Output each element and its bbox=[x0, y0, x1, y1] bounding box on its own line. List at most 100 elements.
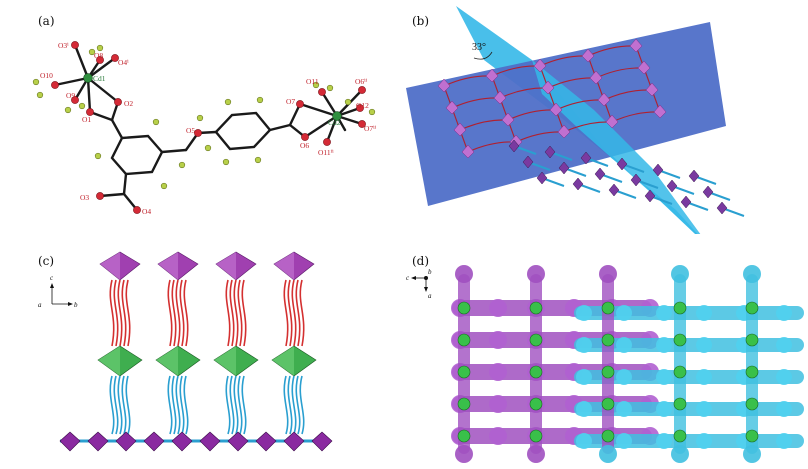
atom-label-o10: O10 bbox=[40, 71, 53, 80]
metal-node bbox=[673, 429, 687, 443]
red-linker bbox=[287, 279, 293, 347]
atom-label-o11: O11 bbox=[306, 77, 319, 86]
cap-node bbox=[455, 445, 473, 463]
cap-node bbox=[671, 445, 689, 463]
pillared-framework-diagram: c a b bbox=[38, 251, 333, 452]
layer-polyhedron bbox=[653, 104, 667, 119]
metal-node bbox=[529, 397, 543, 411]
atom-label-o4i: O4ⁱ bbox=[118, 58, 129, 67]
red-linker bbox=[237, 279, 243, 347]
bottom-polyhedron bbox=[199, 431, 221, 452]
vertical-connector bbox=[602, 274, 614, 454]
blue-linker bbox=[117, 375, 123, 435]
blue-linker bbox=[167, 375, 173, 435]
bonds bbox=[53, 43, 364, 212]
blue-linker bbox=[237, 375, 243, 435]
pillar-column bbox=[271, 251, 317, 435]
red-linker bbox=[183, 279, 189, 347]
red-linker bbox=[109, 279, 115, 347]
red-linker bbox=[121, 279, 127, 347]
metal-node bbox=[673, 333, 687, 347]
axis-label-a: a bbox=[428, 292, 432, 300]
metal-node bbox=[673, 301, 687, 315]
panel-d-label: (d) bbox=[412, 254, 430, 268]
bottom-chain bbox=[59, 431, 333, 452]
blue-linker bbox=[125, 375, 131, 435]
atom-label-o4: O4 bbox=[142, 207, 151, 216]
red-linker bbox=[295, 279, 301, 347]
metal-node bbox=[601, 397, 615, 411]
red-linker bbox=[225, 279, 231, 347]
chain-node bbox=[688, 169, 717, 185]
axis-indicator-d: c b a bbox=[406, 268, 432, 300]
chain-node bbox=[716, 201, 745, 217]
atom-label-o7ii: O7ⁱⁱ bbox=[364, 124, 377, 133]
red-linker bbox=[113, 279, 119, 347]
atom-label-o6: O6 bbox=[300, 141, 309, 150]
chain-node bbox=[558, 161, 587, 177]
atom-label-o5: O5 bbox=[186, 126, 195, 135]
hydrogen-atoms bbox=[32, 44, 376, 190]
pillars bbox=[59, 251, 333, 452]
molecular-structure-diagram: O3ⁱ O8 O4ⁱ O10 Cd1 O9 O2 O1 O5 O3 O4 O7 … bbox=[32, 41, 377, 216]
chain-node bbox=[608, 183, 637, 199]
chain-node bbox=[594, 167, 623, 183]
red-linker bbox=[171, 279, 177, 347]
atom-label-o8: O8 bbox=[94, 51, 103, 60]
layer-polyhedron bbox=[589, 70, 603, 85]
blue-linker bbox=[283, 375, 289, 435]
bottom-polyhedron bbox=[255, 431, 277, 452]
axis-label-c: c bbox=[50, 274, 54, 282]
metal-node bbox=[745, 301, 759, 315]
metal-node bbox=[457, 365, 471, 379]
bottom-polyhedron bbox=[283, 431, 305, 452]
metal-node bbox=[745, 397, 759, 411]
chain-node bbox=[702, 185, 731, 201]
axis-label-b: b bbox=[74, 301, 78, 309]
axis-label-a: a bbox=[38, 301, 42, 309]
angle-label: 33° bbox=[472, 42, 486, 53]
layer-polyhedron bbox=[541, 80, 555, 95]
panel-b: (b) 33° bbox=[404, 0, 808, 234]
blue-linker bbox=[233, 375, 239, 435]
metal-node bbox=[745, 365, 759, 379]
chain-node bbox=[644, 189, 673, 205]
chain-node bbox=[508, 139, 537, 155]
axis-label-c: c bbox=[406, 274, 410, 282]
cap-node bbox=[599, 445, 617, 463]
pillar-column bbox=[155, 251, 201, 435]
red-linker bbox=[175, 279, 181, 347]
layer-polyhedron bbox=[453, 122, 467, 137]
bottom-polyhedron bbox=[227, 431, 249, 452]
layer-polyhedron bbox=[629, 38, 643, 53]
chain-node bbox=[652, 163, 681, 179]
metal-node bbox=[457, 301, 471, 315]
cap-node bbox=[599, 265, 617, 283]
atom-label-o12: O12 bbox=[356, 101, 369, 110]
vertical-connector bbox=[530, 274, 542, 454]
cadmium-atoms bbox=[83, 73, 342, 121]
panel-c-label: (c) bbox=[38, 254, 55, 268]
layer-polyhedron bbox=[581, 48, 595, 63]
red-linker bbox=[233, 279, 239, 347]
atom-label-o3: O3 bbox=[80, 193, 89, 202]
metal-node bbox=[457, 429, 471, 443]
panel-c: (c) c a b bbox=[0, 234, 404, 469]
vertical-connector bbox=[674, 274, 686, 454]
red-linker bbox=[299, 279, 305, 347]
metal-node bbox=[529, 301, 543, 315]
cap-node bbox=[743, 265, 761, 283]
atom-label-o6ii: O6ⁱⁱ bbox=[355, 77, 368, 86]
metal-node bbox=[601, 429, 615, 443]
atom-label-o9: O9 bbox=[66, 91, 75, 100]
atom-label-o3i: O3ⁱ bbox=[58, 41, 69, 50]
blue-linker bbox=[287, 375, 293, 435]
blue-linker bbox=[291, 375, 297, 435]
chain-node bbox=[630, 173, 659, 189]
bottom-polyhedron bbox=[115, 431, 137, 452]
red-linker bbox=[229, 279, 235, 347]
blue-linker bbox=[175, 375, 181, 435]
chain-node bbox=[666, 179, 695, 195]
angle-arc bbox=[473, 51, 493, 60]
metal-node bbox=[745, 333, 759, 347]
